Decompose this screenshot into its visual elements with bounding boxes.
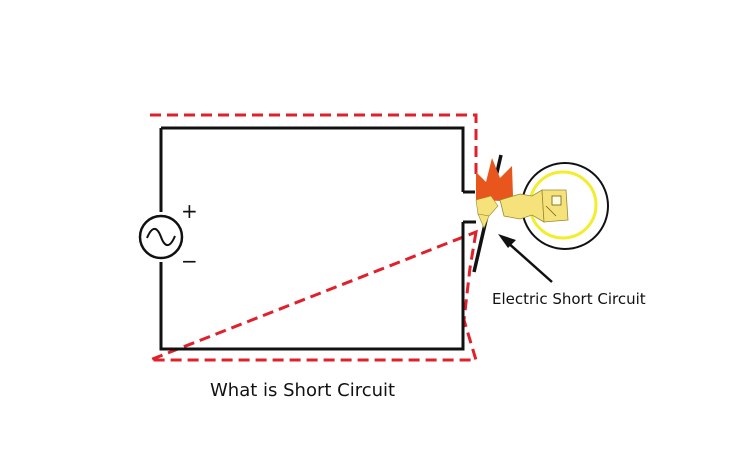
short-circuit-path <box>149 113 479 362</box>
circuit-wire <box>159 126 476 351</box>
diagram-caption: What is Short Circuit <box>210 380 395 401</box>
light-bulb-icon <box>499 162 609 250</box>
spark-icon <box>475 158 513 229</box>
ac-source-icon <box>138 214 184 260</box>
source-minus-sign: − <box>181 249 198 273</box>
short-circuit-annotation: Electric Short Circuit <box>492 290 646 308</box>
annotation-arrow <box>498 234 553 283</box>
source-plus-sign: + <box>181 199 198 223</box>
